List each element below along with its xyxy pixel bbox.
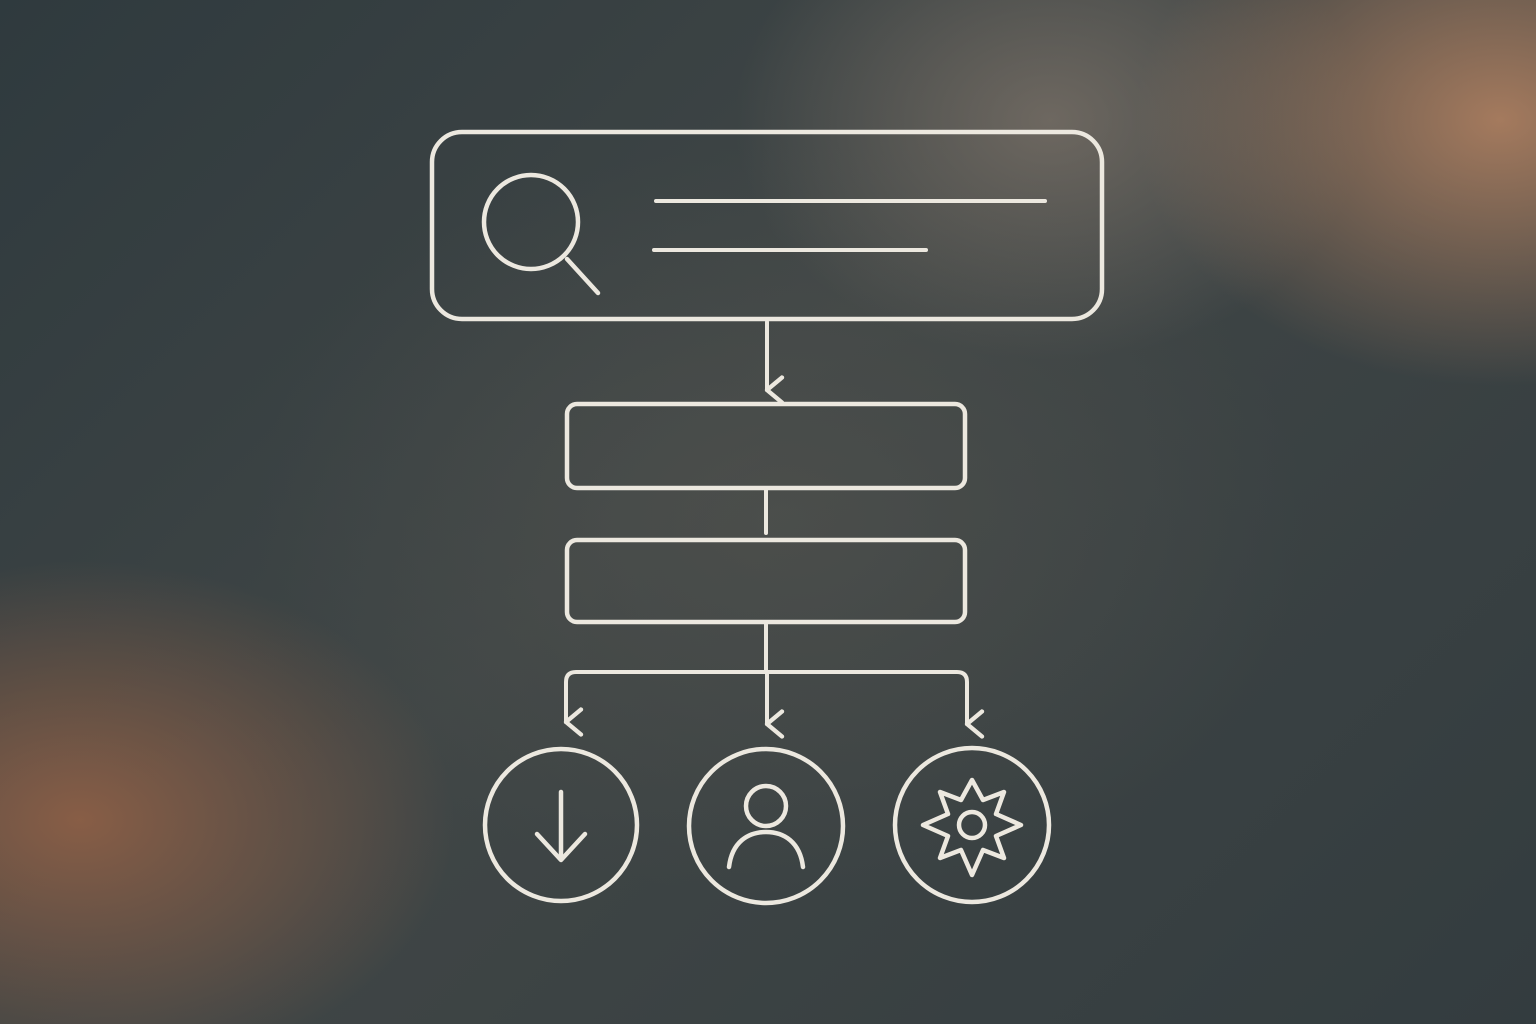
process-step-2[interactable] bbox=[564, 537, 968, 625]
search-icon bbox=[481, 172, 601, 296]
settings-output[interactable] bbox=[892, 745, 1052, 905]
download-icon bbox=[534, 789, 588, 863]
search-box[interactable] bbox=[429, 129, 1105, 322]
settings-circle bbox=[892, 745, 1052, 905]
download-output[interactable] bbox=[482, 746, 640, 904]
branch-connectors bbox=[563, 622, 985, 739]
gear-icon bbox=[920, 777, 1024, 878]
search-box-frame bbox=[429, 129, 1105, 322]
process-step-1[interactable] bbox=[564, 401, 968, 491]
download-circle bbox=[482, 746, 640, 904]
user-circle bbox=[686, 746, 846, 906]
user-icon bbox=[726, 783, 806, 870]
user-output[interactable] bbox=[686, 746, 846, 906]
